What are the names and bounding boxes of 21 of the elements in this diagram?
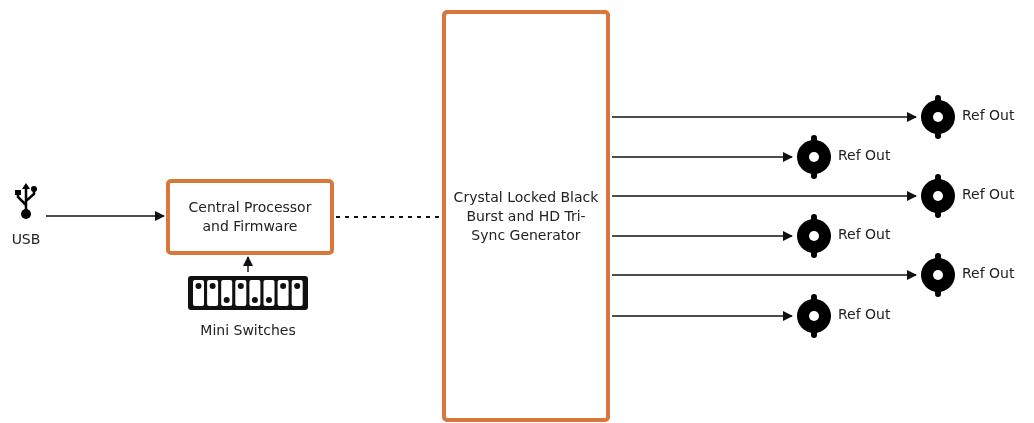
port-label: Ref Out [838,226,891,242]
arrow [611,270,917,280]
process-box [166,179,334,255]
arrow [243,256,253,273]
port-label: Ref Out [962,107,1015,123]
arrow [611,231,793,241]
box-label: Crystal Locked Black Burst and HD Tri-Sync Generator [452,187,600,245]
port-label: USB [11,231,41,247]
dashed-connector [335,216,441,218]
switch-label: Mini Switches [200,322,296,338]
port-label: Ref Out [962,265,1015,281]
arrow [611,191,917,201]
port-label: Ref Out [838,147,891,163]
arrow [611,311,793,321]
process-box [442,10,610,422]
port-label: Ref Out [962,186,1015,202]
arrow [611,112,917,122]
port-label: Ref Out [838,306,891,322]
arrow [45,211,165,221]
box-label: Central Processor and Firmware [187,198,313,236]
arrow [611,152,793,162]
